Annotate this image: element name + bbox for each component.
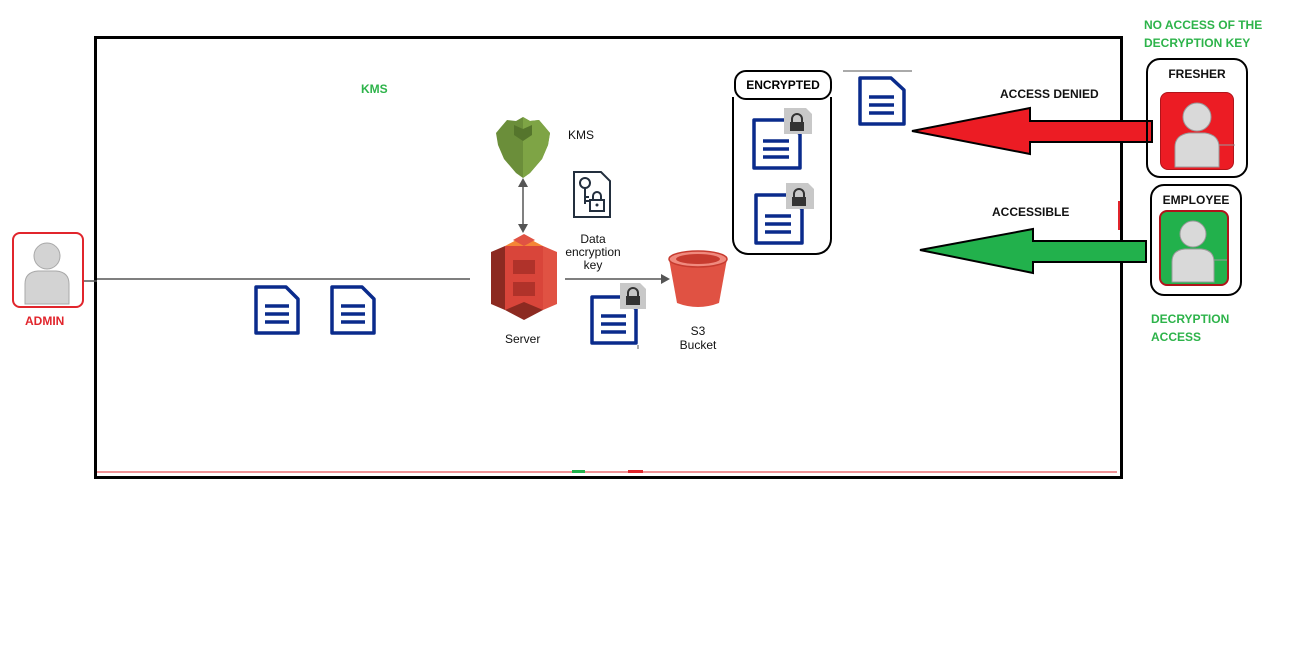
bottom-mark-red-2 xyxy=(628,470,643,473)
decryption-access-line-1: DECRYPTION xyxy=(1151,312,1230,326)
document-icon xyxy=(858,76,906,126)
no-access-line-1: NO ACCESS OF THE xyxy=(1144,18,1263,32)
data-key-line-3: key xyxy=(583,258,603,272)
user-icon xyxy=(24,242,70,305)
document-icon xyxy=(254,285,300,335)
document-icon xyxy=(330,285,376,335)
bottom-mark-green xyxy=(572,470,585,473)
fresher-avatar xyxy=(1160,92,1239,170)
fresher-box xyxy=(1146,58,1248,178)
access-denied-label: ACCESS DENIED xyxy=(1000,87,1099,101)
admin-label: ADMIN xyxy=(25,314,65,328)
admin-avatar xyxy=(12,232,84,308)
kms-shield-icon xyxy=(496,117,550,178)
s3-bucket-label: S3 Bucket xyxy=(672,324,724,352)
decryption-access-note: DECRYPTION ACCESS xyxy=(1151,310,1229,346)
employee-box xyxy=(1150,184,1242,296)
locked-document-icon xyxy=(752,108,812,170)
access-denied-arrow xyxy=(911,106,1153,156)
accessible-label: ACCESSIBLE xyxy=(992,205,1070,219)
s3-line-2: Bucket xyxy=(679,338,717,352)
decryption-access-line-2: ACCESS xyxy=(1151,330,1202,344)
accessible-arrow xyxy=(919,227,1147,275)
employee-avatar xyxy=(1159,210,1231,286)
server-s3-arrowhead xyxy=(661,274,670,284)
server-label: Server xyxy=(505,332,541,346)
data-key-line-2: encryption xyxy=(565,245,621,259)
s3-bucket-icon xyxy=(668,250,728,307)
locked-document-icon xyxy=(590,283,646,349)
fresher-label: FRESHER xyxy=(1168,67,1226,81)
encrypted-label: ENCRYPTED xyxy=(734,70,832,100)
no-access-line-2: DECRYPTION KEY xyxy=(1144,36,1251,50)
no-access-note: NO ACCESS OF THE DECRYPTION KEY xyxy=(1144,16,1262,52)
data-encryption-key-label: Data encryption key xyxy=(561,233,625,272)
kms-header-label: KMS xyxy=(361,82,388,96)
locked-document-icon xyxy=(754,183,814,245)
s3-line-1: S3 xyxy=(690,324,706,338)
key-lock-icon xyxy=(573,171,611,218)
encrypted-group-box xyxy=(732,97,832,255)
user-icon xyxy=(1171,220,1231,283)
kms-label: KMS xyxy=(568,128,595,142)
data-key-line-1: Data xyxy=(580,232,606,246)
aws-s3-icon xyxy=(491,234,557,320)
employee-label: EMPLOYEE xyxy=(1162,193,1230,207)
kms-arrowhead-down xyxy=(518,224,528,233)
user-icon xyxy=(1174,102,1239,168)
kms-arrowhead-up xyxy=(518,178,528,187)
